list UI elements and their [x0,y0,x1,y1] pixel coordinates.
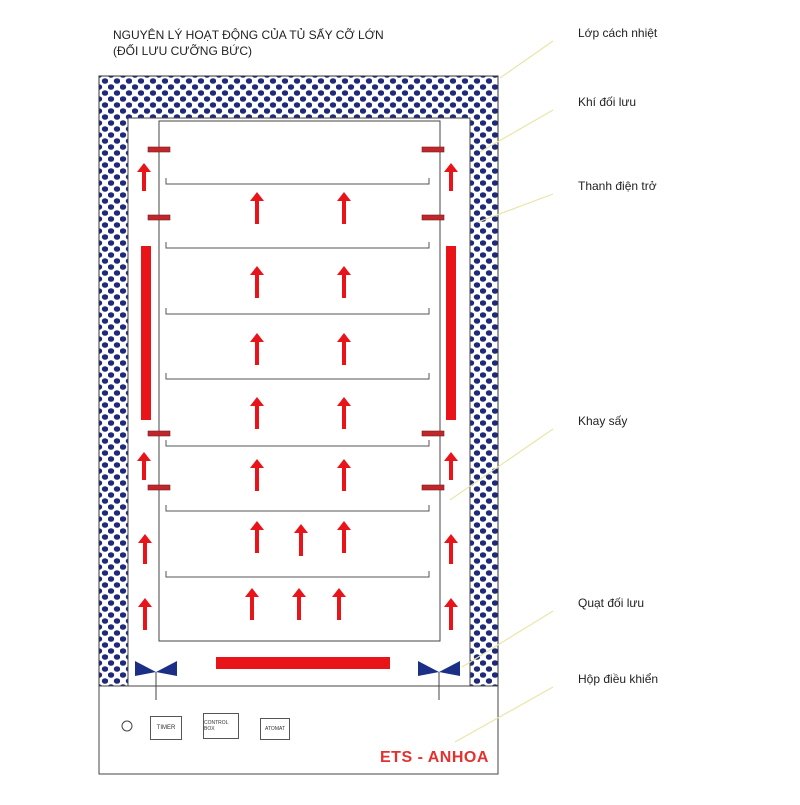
tray [165,178,430,185]
fan-left-icon [135,661,156,676]
airflow-arrow-icon [250,521,264,553]
airflow-arrow-icon [337,459,351,491]
airflow-arrow-icon [444,452,458,480]
diagram-subtitle: (ĐỐI LƯU CƯỠNG BỨC) [113,44,253,58]
tray [165,505,430,512]
callout-lines [449,40,554,743]
airflow-arrow-icon [337,192,351,224]
airflow-arrow-icon [250,333,264,365]
airflow-arrow-icon [245,588,259,620]
airflow-arrow-icon [444,163,458,191]
callout-insulation: Lớp cách nhiệt [578,26,658,40]
heater-rod-right [421,146,445,153]
callout-leader-line [461,610,554,668]
tray [165,242,430,249]
callout-heater: Thanh điện trở [578,179,657,193]
callout-air: Khí đối lưu [578,95,637,109]
airflow-arrow-icon [337,333,351,365]
atomat-button[interactable]: ATOMAT [260,718,290,740]
airflow-arrow-icon [292,588,306,620]
callout-control: Hộp điều khiển [578,672,659,686]
airflow-arrow-icon [137,452,151,480]
airflow-arrow-icon [250,397,264,429]
airflow-arrows [137,163,458,630]
heater-rod-left [147,214,171,221]
airflow-arrow-icon [444,598,458,630]
fan-bar [216,657,390,669]
airflow-arrow-icon [337,266,351,298]
tray [165,571,430,578]
airflow-arrow-icon [337,521,351,553]
fan-right-icon [439,661,460,676]
heater-rod-left [147,484,171,491]
airflow-arrow-icon [250,459,264,491]
callout-leader-line [449,428,554,501]
heater-rod-right [421,214,445,221]
heater-rod-left [147,430,171,437]
timer-button[interactable]: TIMER [150,716,182,740]
brand-label: ETS - ANHOA [380,749,489,766]
callout-tray: Khay sấy [578,414,628,428]
airflow-arrow-icon [337,397,351,429]
tray [165,308,430,315]
heater-rod-left [147,146,171,153]
airflow-arrow-icon [332,588,346,620]
diagram-title: NGUYÊN LÝ HOẠT ĐỘNG CỦA TỦ SẤY CỠ LỚN [113,28,384,42]
airflow-arrow-icon [138,534,152,564]
callout-leader-line [499,40,554,79]
airflow-arrow-icon [137,163,151,191]
tray [165,440,430,447]
airflow-arrow-icon [250,192,264,224]
fans [135,661,460,700]
heater-rod-right [421,430,445,437]
heater-bar-right [446,246,456,420]
control-box [98,685,499,775]
fan-right-icon [418,661,439,676]
tray [165,373,430,380]
drying-compartment [158,120,441,642]
fan-left-icon [156,661,177,676]
airflow-arrow-icon [250,266,264,298]
heater-rod-right [421,484,445,491]
airflow-arrow-icon [294,524,308,556]
callout-leader-line [477,193,554,223]
control-box-button[interactable]: CONTROL BOX [203,713,239,739]
airflow-arrow-icon [444,534,458,564]
side-heaters [141,146,456,491]
power-indicator-icon [121,720,133,732]
drying-trays [165,178,430,578]
airflow-arrow-icon [138,598,152,630]
heater-bar-left [141,246,151,420]
callout-leader-line [479,109,554,153]
callout-fan: Quạt đối lưu [578,596,645,610]
callout-leader-line [454,686,554,743]
